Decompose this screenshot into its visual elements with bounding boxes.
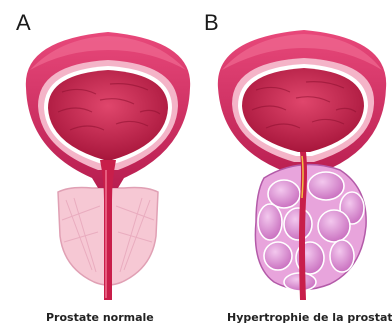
- panel-b-diagram: [218, 30, 386, 300]
- caption-hypertrophy: Hypertrophie de la prostate: [227, 311, 392, 324]
- caption-normal: Prostate normale: [46, 311, 154, 324]
- panel-a-diagram: [26, 32, 190, 300]
